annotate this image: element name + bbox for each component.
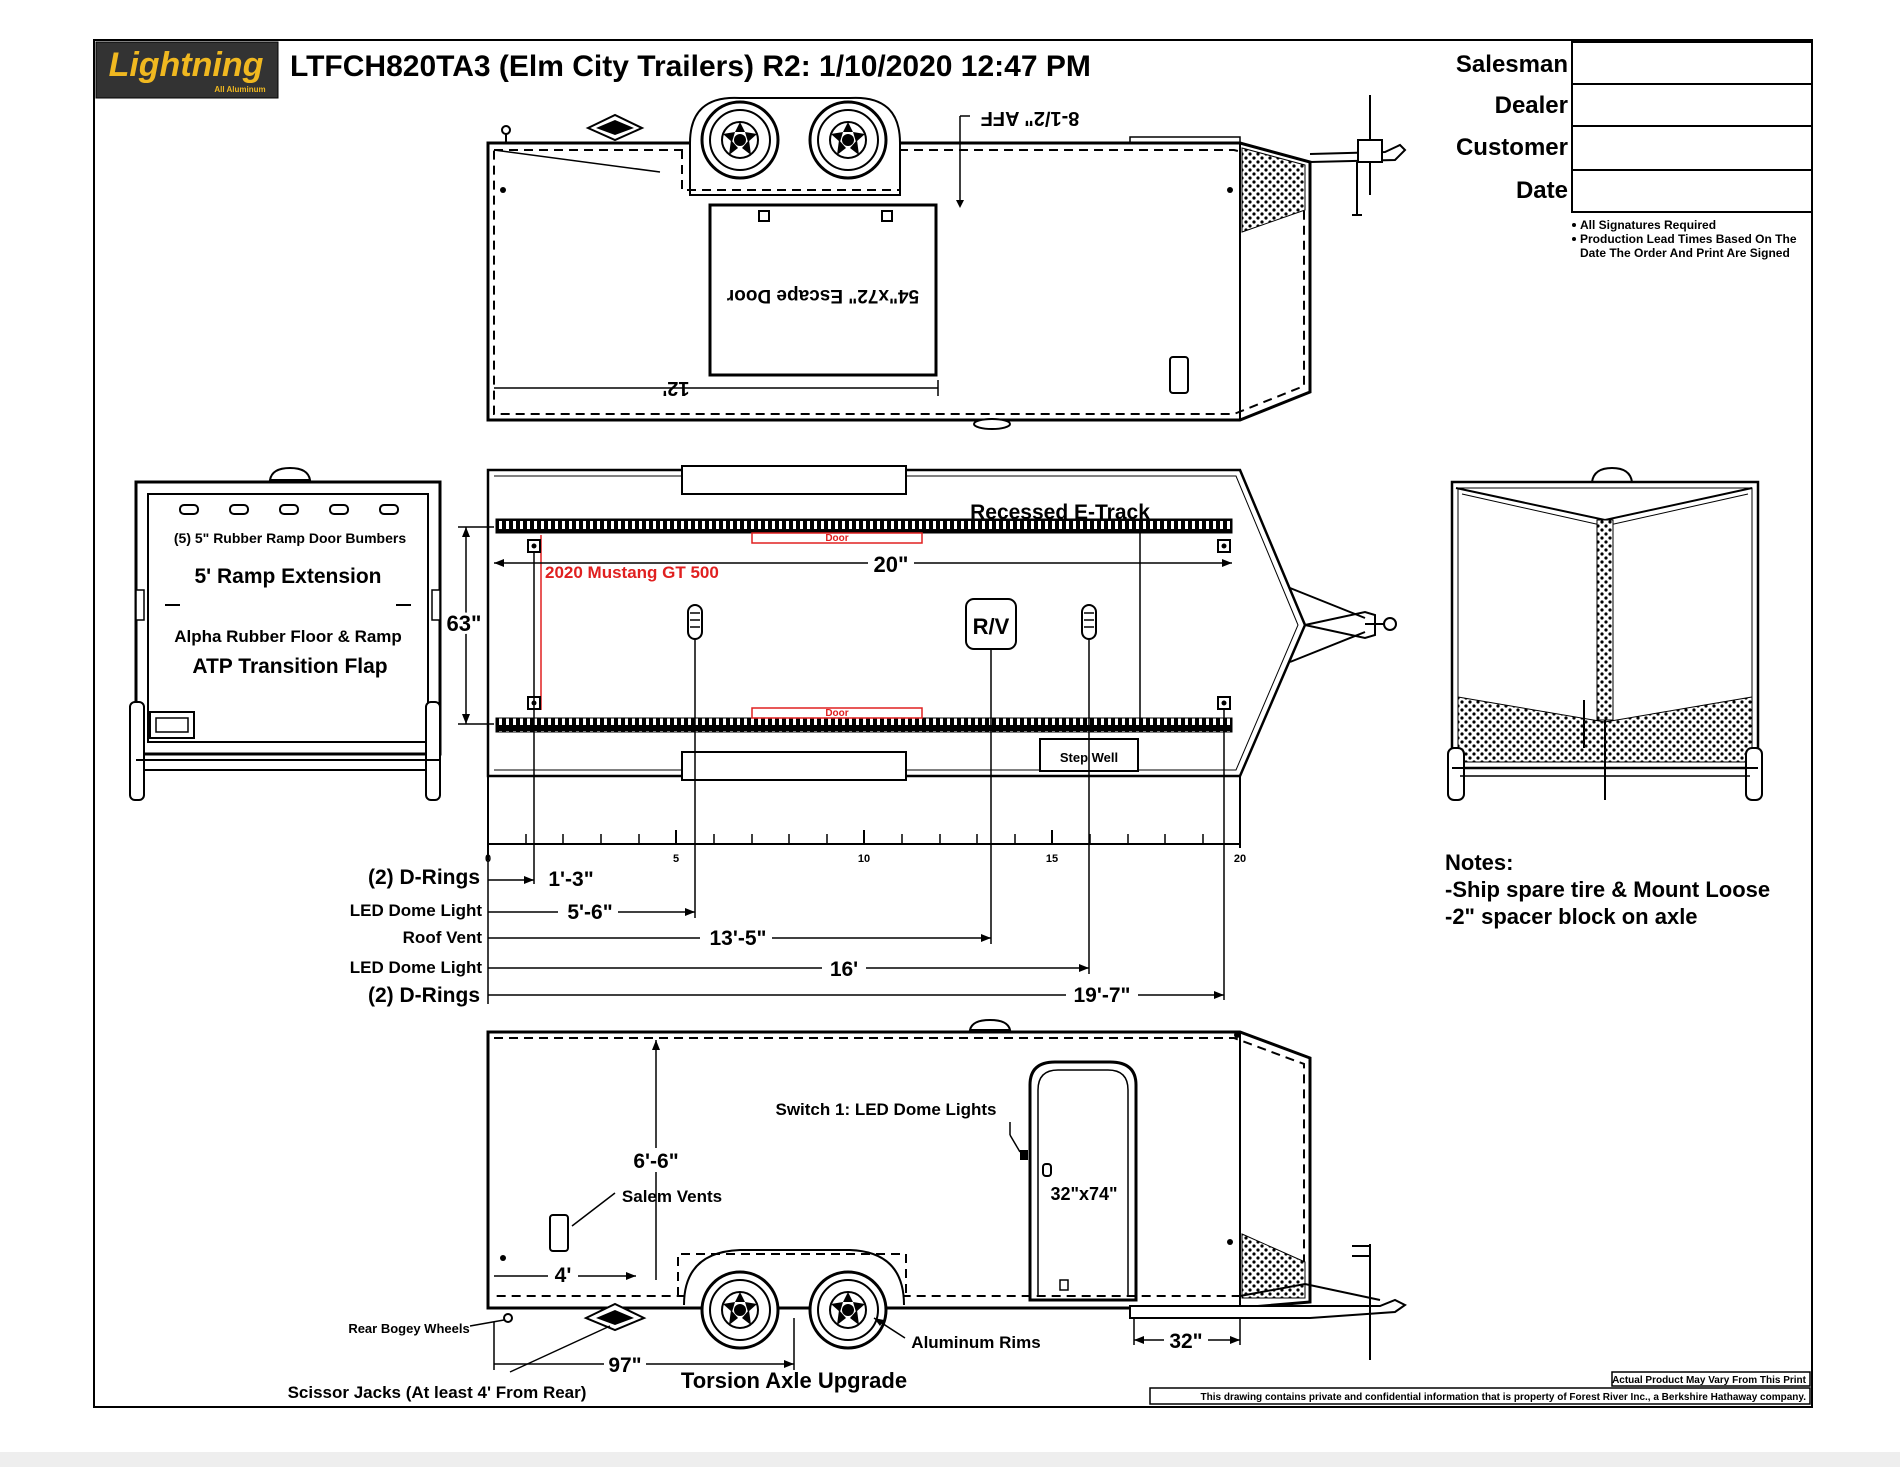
confidential-text: This drawing contains private and confid… — [1201, 1392, 1807, 1403]
dim-label-dome-light-1: LED Dome Light — [350, 901, 483, 920]
notes-block: Notes: -Ship spare tire & Mount Loose -2… — [1445, 850, 1770, 929]
vehicle-label: 2020 Mustang GT 500 — [545, 563, 719, 582]
dim-label-dome-light-2: LED Dome Light — [350, 958, 483, 977]
rear-bogey-label: Rear Bogey Wheels — [348, 1321, 469, 1336]
salesman-label: Salesman — [1456, 51, 1568, 78]
ruler-label-10: 10 — [858, 853, 870, 865]
roof-vent-label: R/V — [973, 614, 1010, 639]
side-door-size-label: 32"x74" — [1050, 1184, 1117, 1204]
door-outline-label-bottom: Door — [825, 708, 848, 719]
transition-flap-label: ATP Transition Flap — [192, 655, 387, 678]
ruler-label-15: 15 — [1046, 853, 1058, 865]
side-elevation-view: 32"x74" Switch 1: LED Dome Lights Salem … — [288, 1018, 1407, 1402]
axle-position-dim: 97" — [608, 1354, 641, 1377]
dim-value-d-rings-1: 1'-3" — [548, 868, 593, 891]
dim-value-dome-light-2: 16' — [830, 958, 858, 981]
ramp-bumpers-label: (5) 5" Rubber Ramp Door Bumbers — [174, 530, 406, 546]
date-label: Date — [1516, 177, 1568, 204]
note-line-2: -2" spacer block on axle — [1445, 904, 1698, 929]
aff-height-label: 8-1/2" AFF — [981, 107, 1080, 129]
scissor-jacks-label: Scissor Jacks (At least 4' From Rear) — [288, 1383, 587, 1402]
recessed-etrack-label: Recessed E-Track — [970, 501, 1150, 524]
customer-label: Customer — [1456, 134, 1568, 161]
dimension-callouts: (2) D-Rings 1'-3" LED Dome Light 5'-6" R… — [350, 552, 1225, 1007]
dim-value-roof-vent: 13'-5" — [710, 927, 767, 950]
floor-length-dim: 20" — [874, 552, 909, 577]
escape-door-label: 54"x72" Escape Door — [726, 285, 919, 306]
rubber-floor-label: Alpha Rubber Floor & Ramp — [174, 627, 402, 646]
front-view — [1447, 466, 1763, 801]
ruler-label-20: 20 — [1234, 853, 1246, 865]
note-line-1: -Ship spare tire & Mount Loose — [1445, 877, 1770, 902]
bullet-signatures: All Signatures Required — [1580, 218, 1716, 232]
sheet-border — [93, 39, 1813, 1408]
logo-subtext: All Aluminum — [214, 85, 265, 94]
four-ft-dim: 4' — [555, 1264, 572, 1287]
ruler-label-0: 0 — [485, 853, 491, 865]
disclaimer-text: Actual Product May Vary From This Print — [1612, 1375, 1807, 1386]
top-dim-12ft: 12' — [662, 377, 689, 399]
brand-logo: Lightning All Aluminum — [95, 41, 279, 99]
switch-label: Switch 1: LED Dome Lights — [775, 1100, 996, 1119]
door-outline-label-top: Door — [825, 533, 848, 544]
dealer-label: Dealer — [1495, 92, 1568, 119]
rear-view: (5) 5" Rubber Ramp Door Bumbers 5' Ramp … — [129, 466, 442, 801]
ruler-ticks — [525, 830, 1204, 844]
footer: Actual Product May Vary From This Print … — [1149, 1371, 1811, 1405]
dim-label-roof-vent: Roof Vent — [403, 928, 483, 947]
logo-text: Lightning — [109, 46, 264, 84]
drawing-title: LTFCH820TA3 (Elm City Trailers) R2: 1/10… — [290, 50, 1091, 83]
bullet-lead-times: Production Lead Times Based On The — [1580, 232, 1797, 246]
dim-label-d-rings-1: (2) D-Rings — [368, 866, 480, 889]
bullet-lead-times-2: Date The Order And Print Are Signed — [1580, 246, 1790, 260]
floor-width-dim: 63" — [447, 611, 482, 636]
ruler-label-5: 5 — [673, 853, 679, 865]
torsion-axle-label: Torsion Axle Upgrade — [681, 1368, 907, 1393]
ramp-extension-label: 5' Ramp Extension — [194, 565, 381, 588]
tongue-dim: 32" — [1169, 1330, 1202, 1353]
page-bottom-edge — [0, 1452, 1900, 1467]
notes-title: Notes: — [1445, 850, 1513, 875]
dim-value-dome-light-1: 5'-6" — [567, 901, 612, 924]
dim-value-d-rings-2: 19'-7" — [1074, 984, 1131, 1007]
aluminum-rims-label: Aluminum Rims — [911, 1333, 1040, 1352]
floor-plan-view: Recessed E-Track Door Door 2020 Mustang … — [444, 465, 1397, 865]
interior-height-dim: 6'-6" — [633, 1150, 678, 1173]
salem-vents-label: Salem Vents — [622, 1187, 722, 1206]
dim-label-d-rings-2: (2) D-Rings — [368, 984, 480, 1007]
top-elevation-view: 54"x72" Escape Door 8-1/2" AFF 12' — [486, 95, 1407, 430]
signature-block: Salesman Dealer Customer Date All Signat… — [1456, 41, 1813, 260]
